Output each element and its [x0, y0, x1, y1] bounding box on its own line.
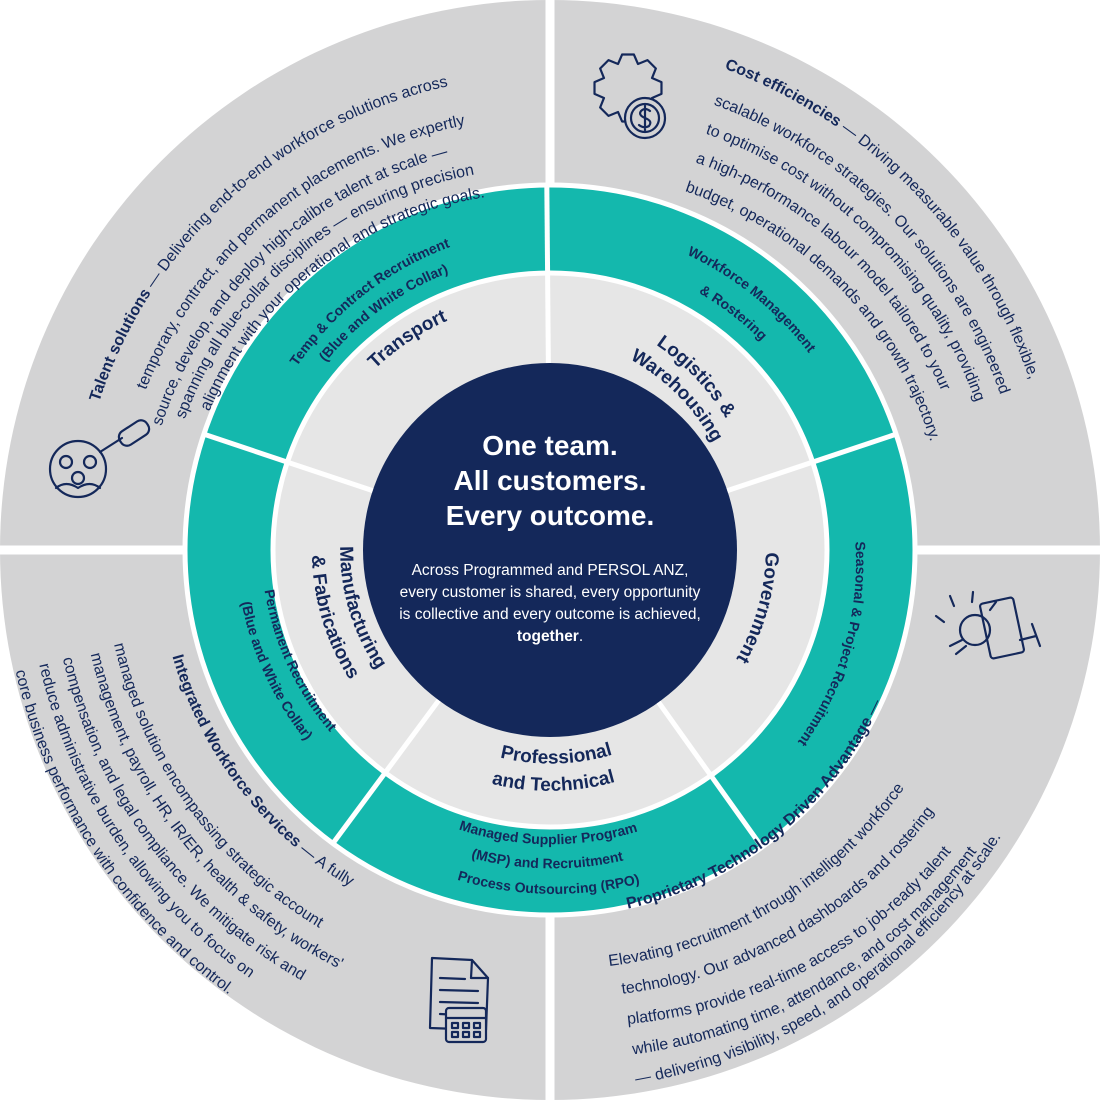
quadrant-icons — [48, 53, 1042, 1044]
center-title: One team. All customers. Every outcome. — [400, 428, 700, 533]
center-body-emphasis: together — [516, 628, 579, 645]
center-title-line: Every outcome. — [445, 500, 655, 531]
center-title-line: One team. — [482, 430, 618, 461]
gear-dollar-icon — [593, 53, 667, 140]
ring-border — [270, 270, 830, 830]
center-body-end: . — [578, 628, 584, 645]
talent-search-icon — [48, 419, 151, 499]
center-description: Across Programmed and PERSOL ANZ, every … — [398, 560, 702, 648]
center-body-text: Across Programmed and PERSOL ANZ, every … — [399, 562, 701, 623]
ring-border — [182, 182, 918, 918]
lightbulb-monitor-icon — [934, 590, 1042, 660]
document-calendar-icon — [428, 956, 490, 1044]
center-circle — [363, 363, 737, 737]
center-title-line: All customers. — [453, 465, 647, 496]
